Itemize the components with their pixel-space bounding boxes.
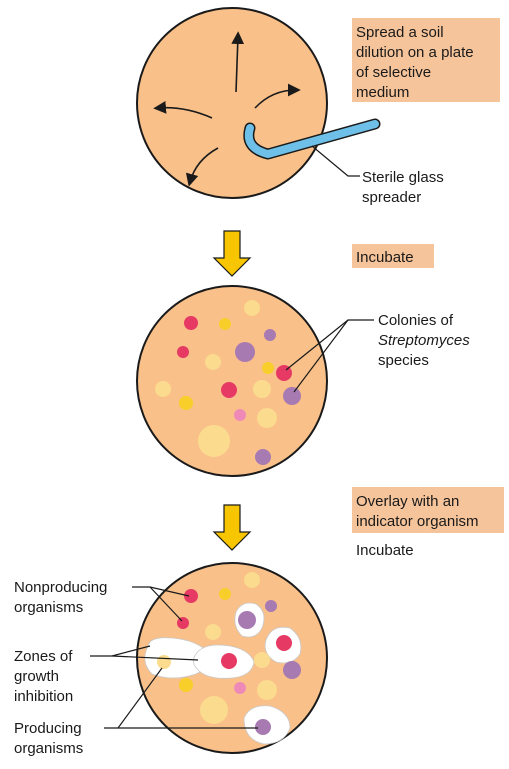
colony-red bbox=[221, 382, 237, 398]
producing-label-line1: Producing bbox=[14, 720, 82, 737]
step-incubate-1-label: Incubate bbox=[356, 249, 414, 266]
step-spread-line2: dilution on a plate bbox=[356, 44, 474, 61]
nonproducing-label-line1: Nonproducing bbox=[14, 579, 107, 596]
colony-pale bbox=[198, 425, 230, 457]
zones-label-line2: growth bbox=[14, 668, 59, 685]
spreader-label-line1: Sterile glass bbox=[362, 169, 444, 186]
colony-pale bbox=[244, 572, 260, 588]
colony-yellow bbox=[157, 655, 171, 669]
step-spread-line1: Spread a soil bbox=[356, 24, 444, 41]
colony-purple bbox=[238, 611, 256, 629]
step-incubate-1-box: Incubate bbox=[352, 244, 434, 268]
colony-pale bbox=[155, 381, 171, 397]
colony-yellow bbox=[179, 396, 193, 410]
petri-plate-2 bbox=[137, 286, 327, 476]
colonies-label-line3: species bbox=[378, 352, 429, 369]
down-arrow-1 bbox=[214, 231, 250, 276]
down-arrow-2 bbox=[214, 505, 250, 550]
colony-yellow bbox=[219, 318, 231, 330]
nonproducing-label-line2: organisms bbox=[14, 599, 83, 616]
colony-pale bbox=[205, 354, 221, 370]
colony-red bbox=[177, 617, 189, 629]
step-incubate-2-label: Incubate bbox=[356, 542, 414, 559]
colony-pink bbox=[234, 409, 246, 421]
colony-purple bbox=[265, 600, 277, 612]
colony-yellow bbox=[262, 362, 274, 374]
colony-pale bbox=[254, 652, 270, 668]
spreader-label-line2: spreader bbox=[362, 189, 421, 206]
colony-pale bbox=[205, 624, 221, 640]
colony-red bbox=[177, 346, 189, 358]
colony-red bbox=[184, 589, 198, 603]
plate-1-group bbox=[137, 8, 375, 198]
spreader-leader-line bbox=[312, 146, 360, 176]
step-spread-box: Spread a soil dilution on a plate of sel… bbox=[352, 18, 500, 102]
colony-yellow bbox=[179, 678, 193, 692]
petri-plate-1 bbox=[137, 8, 327, 198]
step-spread-line4: medium bbox=[356, 84, 409, 101]
colony-purple bbox=[255, 719, 271, 735]
zones-label-line1: Zones of bbox=[14, 648, 73, 665]
colony-pale bbox=[257, 680, 277, 700]
colony-purple bbox=[255, 449, 271, 465]
step-spread-line3: of selective bbox=[356, 64, 431, 81]
colonies-label-line1: Colonies of bbox=[378, 312, 454, 329]
step-overlay-line1: Overlay with an bbox=[356, 493, 459, 510]
producing-label-line2: organisms bbox=[14, 740, 83, 757]
colony-pale bbox=[253, 380, 271, 398]
step-overlay-line2: indicator organism bbox=[356, 513, 479, 530]
colony-red bbox=[184, 316, 198, 330]
zones-label-line3: inhibition bbox=[14, 688, 73, 705]
step-overlay-box: Overlay with an indicator organism bbox=[352, 487, 504, 533]
colony-red bbox=[221, 653, 237, 669]
colony-red bbox=[276, 635, 292, 651]
colonies-label-line2: Streptomyces bbox=[378, 332, 470, 349]
colony-purple bbox=[235, 342, 255, 362]
colony-pink bbox=[234, 682, 246, 694]
colony-purple bbox=[264, 329, 276, 341]
colony-pale bbox=[244, 300, 260, 316]
colony-pale bbox=[200, 696, 228, 724]
colony-purple bbox=[283, 387, 301, 405]
plate-2-group bbox=[137, 286, 374, 476]
colony-yellow bbox=[219, 588, 231, 600]
colony-pale bbox=[257, 408, 277, 428]
colony-purple bbox=[283, 661, 301, 679]
